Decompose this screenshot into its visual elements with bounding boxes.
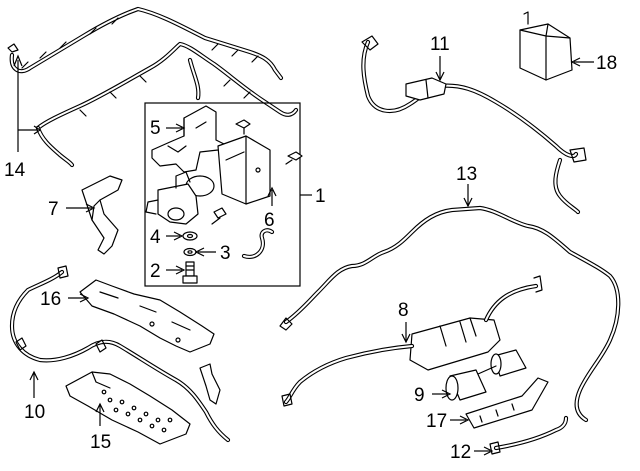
callout-10: 10 [24,402,45,423]
part-16-shield [79,279,215,353]
part-10-brake-line [9,265,231,443]
part-13-long-tube [279,205,621,423]
callout-18: 18 [596,53,617,74]
part-valve-unit [145,171,227,225]
part-7-bracket [81,175,123,255]
shield-perforations [101,389,173,433]
part-hose-inner [241,228,275,259]
part-12-short-tube [489,415,569,455]
callout-7: 7 [48,199,59,220]
callout-15: 15 [90,432,111,453]
leader-14 [13,54,38,152]
callout-8: 8 [398,300,409,321]
callout-13: 13 [456,164,477,185]
part-17-bracket [465,377,549,429]
part-18-control-module [519,11,573,81]
part-6-mounting-plate [217,135,271,205]
part-11-hose [361,35,587,215]
callout-1: 1 [315,186,326,207]
callout-14: 14 [4,160,26,181]
part-2-bolt [182,261,198,284]
callout-3: 3 [220,243,231,264]
callout-9: 9 [414,385,425,406]
callout-16: 16 [40,289,61,310]
callout-11: 11 [430,34,450,55]
callout-5: 5 [150,118,161,139]
part-15-heat-shield [65,371,191,445]
callout-12: 12 [450,442,471,463]
callout-17: 17 [426,411,447,432]
part-4-grommet [182,231,198,241]
callout-6: 6 [264,210,275,231]
part-8-canister [281,275,543,407]
part-9-pump-motor [445,349,527,401]
callout-4: 4 [150,227,161,248]
part-3-washer [183,247,197,257]
bolt-top-fasteners [235,119,303,165]
callout-2: 2 [150,261,161,282]
part-5-solenoid-bracket [151,105,225,173]
part-14-tube-assembly [7,6,299,168]
